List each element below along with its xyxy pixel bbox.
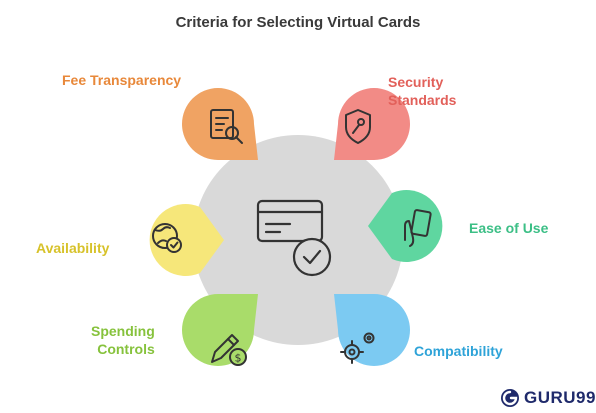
- diagram-title: Criteria for Selecting Virtual Cards: [175, 14, 421, 31]
- label-line: Standards: [388, 92, 457, 108]
- credit-card-check-icon: [256, 199, 332, 277]
- hand-card-icon: [404, 209, 432, 247]
- label-line: Ease of Use: [469, 220, 549, 236]
- globe-check-icon: [152, 223, 182, 253]
- pencil-dollar-icon: $: [211, 334, 247, 366]
- petal-spending-controls[interactable]: $: [182, 294, 258, 366]
- svg-text:$: $: [235, 352, 242, 365]
- label-line: Fee Transparency: [62, 72, 182, 88]
- shield-key-icon: [345, 109, 371, 144]
- label-line: Controls: [97, 341, 155, 357]
- petal-fee-transparency[interactable]: [182, 88, 258, 160]
- label-compatibility: Compatibility: [414, 342, 503, 360]
- guru99-logo-icon: [501, 389, 519, 407]
- petal-availability[interactable]: [149, 204, 224, 276]
- petal-security-standards[interactable]: [334, 88, 410, 160]
- label-line: Security: [388, 74, 444, 90]
- label-line: Spending: [91, 323, 155, 339]
- label-line: Availability: [36, 240, 110, 256]
- petal-compatibility[interactable]: [334, 294, 410, 366]
- label-security-standards: Security Standards: [388, 73, 456, 109]
- brand-name: GURU99: [524, 388, 596, 407]
- brand-logo: GURU99: [500, 388, 596, 408]
- label-line: Compatibility: [414, 343, 503, 359]
- petal-ease-of-use[interactable]: [368, 190, 443, 262]
- label-fee-transparency: Fee Transparency: [62, 71, 181, 89]
- label-ease-of-use: Ease of Use: [469, 219, 548, 237]
- label-spending-controls: Spending Controls: [91, 322, 155, 358]
- gears-icon: [340, 332, 375, 364]
- document-search-icon: [210, 109, 243, 144]
- label-availability: Availability: [36, 239, 109, 257]
